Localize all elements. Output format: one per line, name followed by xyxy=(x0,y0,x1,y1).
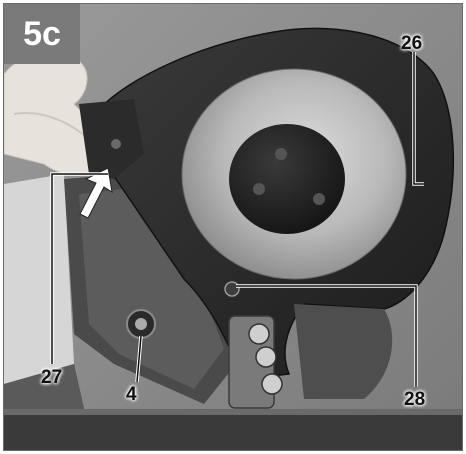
figure-label: 5c xyxy=(4,4,80,64)
roller-2 xyxy=(255,346,277,368)
lower-guard xyxy=(294,304,393,399)
screw-28 xyxy=(224,281,240,297)
leader-28 xyxy=(236,285,417,387)
leader-27 xyxy=(51,173,108,364)
front-clamp xyxy=(79,99,144,179)
roller-1 xyxy=(248,323,270,345)
callout-28: 28 xyxy=(404,389,426,410)
blade-hub xyxy=(229,124,345,234)
table-surface xyxy=(4,174,74,384)
photo-frame: 5c xyxy=(3,3,463,451)
leader-4 xyxy=(136,335,142,383)
arrow-indicator xyxy=(79,167,113,219)
hub-screw-right xyxy=(313,193,325,205)
callout-27: 27 xyxy=(41,367,63,388)
hub-screw-left xyxy=(253,183,265,195)
base-strip xyxy=(4,414,462,450)
callout-4: 4 xyxy=(126,384,137,405)
roller-3 xyxy=(261,373,283,395)
leader-26 xyxy=(413,52,424,185)
callout-26: 26 xyxy=(401,33,423,54)
tool-photo xyxy=(4,4,462,450)
hub-screw-top xyxy=(275,148,287,160)
